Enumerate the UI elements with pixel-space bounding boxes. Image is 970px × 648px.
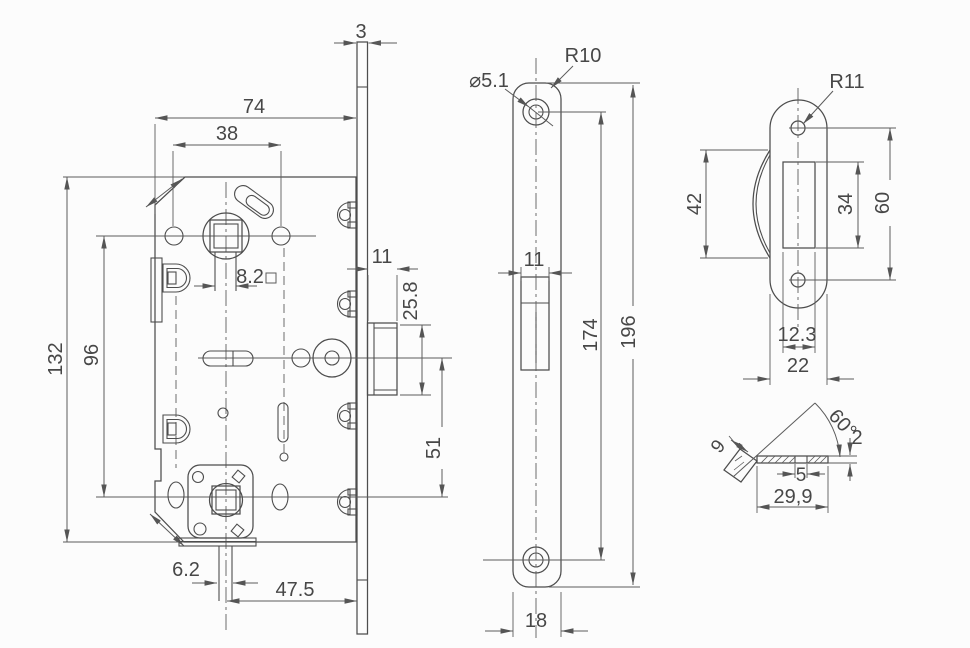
dim-label: 29,9	[774, 486, 813, 508]
clip-2	[336, 290, 358, 318]
clip-1	[336, 201, 358, 229]
mechanism-slots	[202, 338, 352, 462]
bent-lip	[723, 448, 758, 483]
square-symbol	[265, 272, 277, 284]
dim-follower-spacing: 96	[81, 236, 107, 497]
dim-notch-width: 5	[777, 464, 825, 486]
dim-label: 8.2	[236, 266, 264, 288]
mount-hole-left	[164, 226, 184, 246]
clip-3	[336, 402, 358, 430]
dim-backset: 47.5	[227, 579, 357, 604]
chamfer-arrow-top	[145, 178, 183, 208]
dim-label: 12.3	[778, 324, 817, 346]
edge-slot	[150, 257, 163, 323]
dim-slot-height: 34	[816, 161, 864, 249]
dim-hole-spacing: 38	[172, 123, 282, 226]
dim-strike-screw-spacing: 60	[803, 127, 896, 281]
dim-faceplate-thickness: 3	[334, 21, 397, 46]
strike-lip-arc	[752, 149, 771, 259]
dim-label: 174	[580, 318, 602, 351]
dim-label: 74	[243, 96, 265, 118]
dim-width: 18	[485, 592, 588, 637]
dim-length: 196	[618, 85, 640, 585]
dim-label: 96	[81, 344, 103, 366]
section-hatch	[760, 455, 828, 464]
dim-lip-width: 9	[707, 435, 749, 457]
angled-slot	[234, 185, 274, 219]
dim-label: 47.5	[276, 579, 315, 601]
dim-label: 3	[355, 21, 366, 43]
dim-latch-to-spindle: 51	[423, 358, 445, 497]
dim-label: 51	[423, 437, 445, 459]
dim-thickness: 2	[847, 427, 863, 481]
dim-label: 38	[216, 123, 238, 145]
dim-label: ⌀5.1	[469, 70, 509, 92]
latch-window	[520, 276, 550, 371]
dim-label: 34	[835, 193, 857, 215]
clip-4	[336, 488, 358, 516]
strike-slot	[782, 161, 816, 249]
dim-label: 5	[796, 465, 807, 486]
strike-section-view: 60° 2 9 5 29,9	[707, 402, 863, 513]
latch-bolt	[366, 322, 398, 396]
dim-latch-slot-width: 11	[498, 249, 572, 281]
dim-label: 132	[45, 342, 67, 375]
strike-outline	[769, 99, 828, 309]
chamfer-arrow-bottom	[149, 513, 185, 547]
lock-body-outline	[154, 176, 357, 543]
dim-section-width: 29,9	[756, 466, 829, 513]
faceplate-view: ⌀5.1 R10 11 174 196 18	[469, 45, 640, 638]
d-cutout-upper	[162, 263, 191, 293]
dim-label: 11	[372, 246, 393, 268]
lock-body-view: 3 74 38 132 96 8.2	[45, 21, 452, 635]
faceplate-edge	[356, 41, 369, 635]
dim-label: 60	[872, 192, 894, 214]
dim-label: 6.2	[172, 559, 200, 581]
dim-lip-span: 42	[684, 149, 768, 259]
faceplate-clips	[336, 201, 358, 516]
dim-screw-spacing: 174	[580, 112, 604, 560]
lip-angle-line	[732, 402, 816, 478]
dim-strike-end-radius: R11	[802, 71, 865, 125]
d-cutout-lower	[162, 414, 191, 444]
dim-label: 9	[707, 436, 730, 457]
cylinder-follower-plate	[167, 464, 289, 601]
faceplate-outline	[512, 82, 562, 588]
dim-body-width: 74	[154, 96, 356, 214]
dim-screw-hole-dia: ⌀5.1	[469, 70, 554, 127]
dim-tail-width: 6.2	[172, 559, 258, 586]
mount-hole-right	[271, 226, 291, 246]
dim-strike-width: 22	[743, 294, 854, 385]
dim-label: 196	[618, 315, 640, 348]
dim-label: 18	[525, 610, 547, 632]
dim-end-radius: R10	[550, 45, 602, 89]
dim-slot-width: 12.3	[778, 252, 817, 353]
dim-label: 2	[851, 427, 862, 449]
dim-body-height: 132	[45, 177, 70, 542]
dim-label: R11	[829, 71, 864, 93]
dim-label: 42	[684, 193, 706, 215]
strike-plate-view: R11 42 34 60 12.3	[684, 71, 896, 385]
dim-label: 11	[524, 249, 545, 271]
dim-latch-height: 25.8	[400, 282, 431, 396]
lip-angle-arc	[814, 402, 842, 458]
dim-label: 22	[787, 355, 809, 377]
dim-label: 25.8	[400, 282, 422, 321]
dim-latch-width: 11	[347, 246, 418, 321]
dim-label: R10	[565, 45, 602, 67]
dim-spindle-square: 8.2	[194, 266, 277, 289]
